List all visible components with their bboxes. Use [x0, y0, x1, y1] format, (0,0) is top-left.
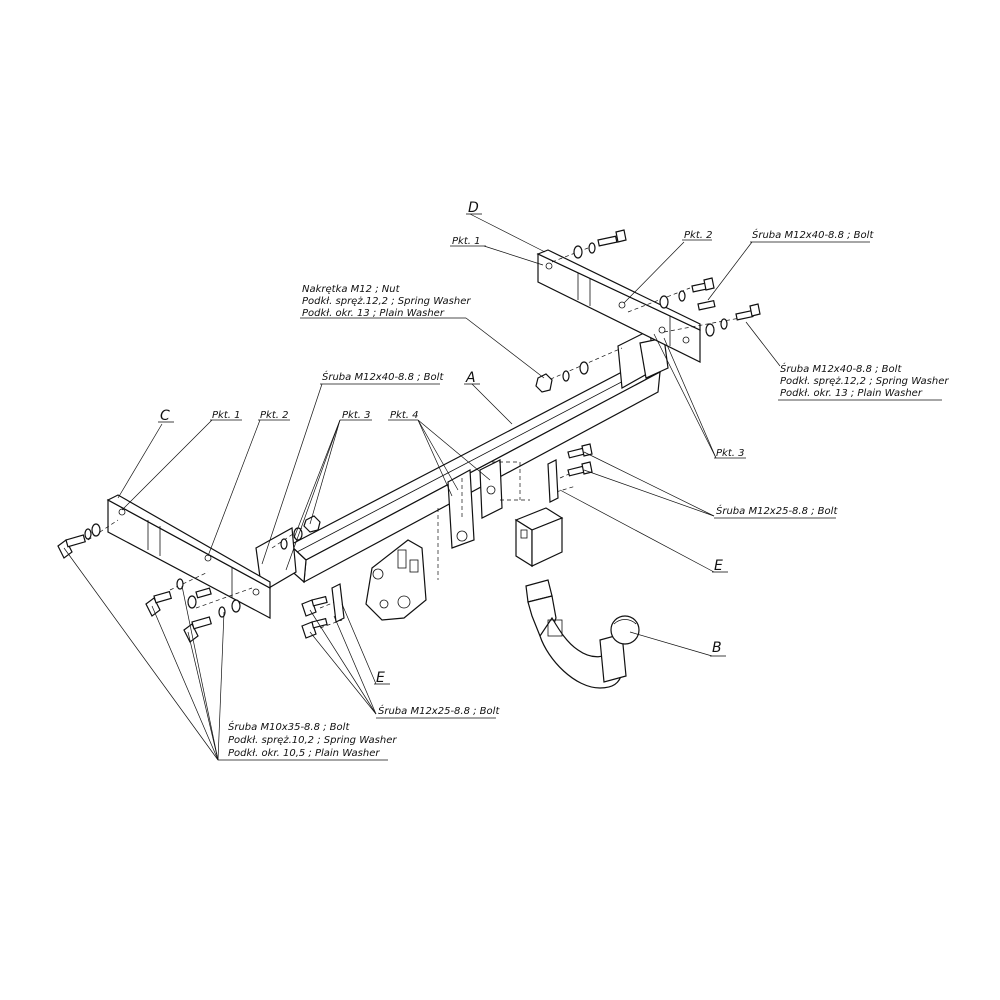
leader-lines — [63, 213, 781, 761]
callout-bolt-c-line2: Podkł. spręż.10,2 ; Spring Washer — [228, 735, 397, 746]
hardware-e-right — [547, 443, 593, 503]
callout-bolt-d-line3: Podkł. okr. 13 ; Plain Washer — [780, 388, 923, 399]
callout-bolt-e-right: Śruba M12x25-8.8 ; Bolt — [716, 504, 838, 517]
bracket-d — [536, 249, 701, 363]
label-pkt1-d: Pkt. 1 — [452, 236, 480, 247]
label-pkt4: Pkt. 4 — [390, 410, 418, 421]
letter-a: A — [465, 370, 476, 386]
callout-nut-line1: Nakrętka M12 ; Nut — [302, 284, 401, 295]
label-pkt2-c: Pkt. 2 — [260, 410, 288, 421]
letter-b: B — [712, 640, 722, 656]
receiver-box — [514, 507, 564, 568]
letter-e-left: E — [376, 670, 385, 686]
crossbar-a — [255, 329, 669, 593]
tow-ball-b — [525, 579, 640, 689]
bracket-c — [106, 494, 271, 619]
letter-d: D — [468, 200, 479, 216]
assembly-lines — [87, 247, 741, 629]
letter-c: C — [160, 408, 170, 424]
callout-nut-line3: Podkł. okr. 13 ; Plain Washer — [302, 308, 445, 319]
callout-bolt-c-top: Śruba M12x40-8.8 ; Bolt — [322, 370, 444, 383]
callout-bolt-c-line3: Podkł. okr. 10,5 ; Plain Washer — [228, 748, 380, 759]
hardware-nut-group — [535, 361, 589, 393]
letter-e-right: E — [714, 558, 723, 574]
label-pkt1-c: Pkt. 1 — [212, 410, 240, 421]
label-pkt3-c: Pkt. 3 — [342, 410, 370, 421]
label-pkt2-d: Pkt. 2 — [684, 230, 712, 241]
label-pkt3-right: Pkt. 3 — [716, 448, 744, 459]
callout-bolt-d-line1: Śruba M12x40-8.8 ; Bolt — [780, 362, 902, 375]
callout-bolt-c-line1: Śruba M10x35-8.8 ; Bolt — [228, 720, 350, 733]
callout-bolt-d-line2: Podkł. spręż.12,2 ; Spring Washer — [780, 376, 949, 387]
callout-nut-line2: Podkł. spręż.12,2 ; Spring Washer — [302, 296, 471, 307]
callout-bolt-d-top: Śruba M12x40-8.8 ; Bolt — [752, 228, 874, 241]
mounting-plates — [365, 459, 503, 621]
hardware-d — [573, 229, 761, 337]
hardware-e-left — [301, 583, 345, 639]
callout-bolt-e-left: Śruba M12x25-8.8 ; Bolt — [378, 704, 500, 717]
